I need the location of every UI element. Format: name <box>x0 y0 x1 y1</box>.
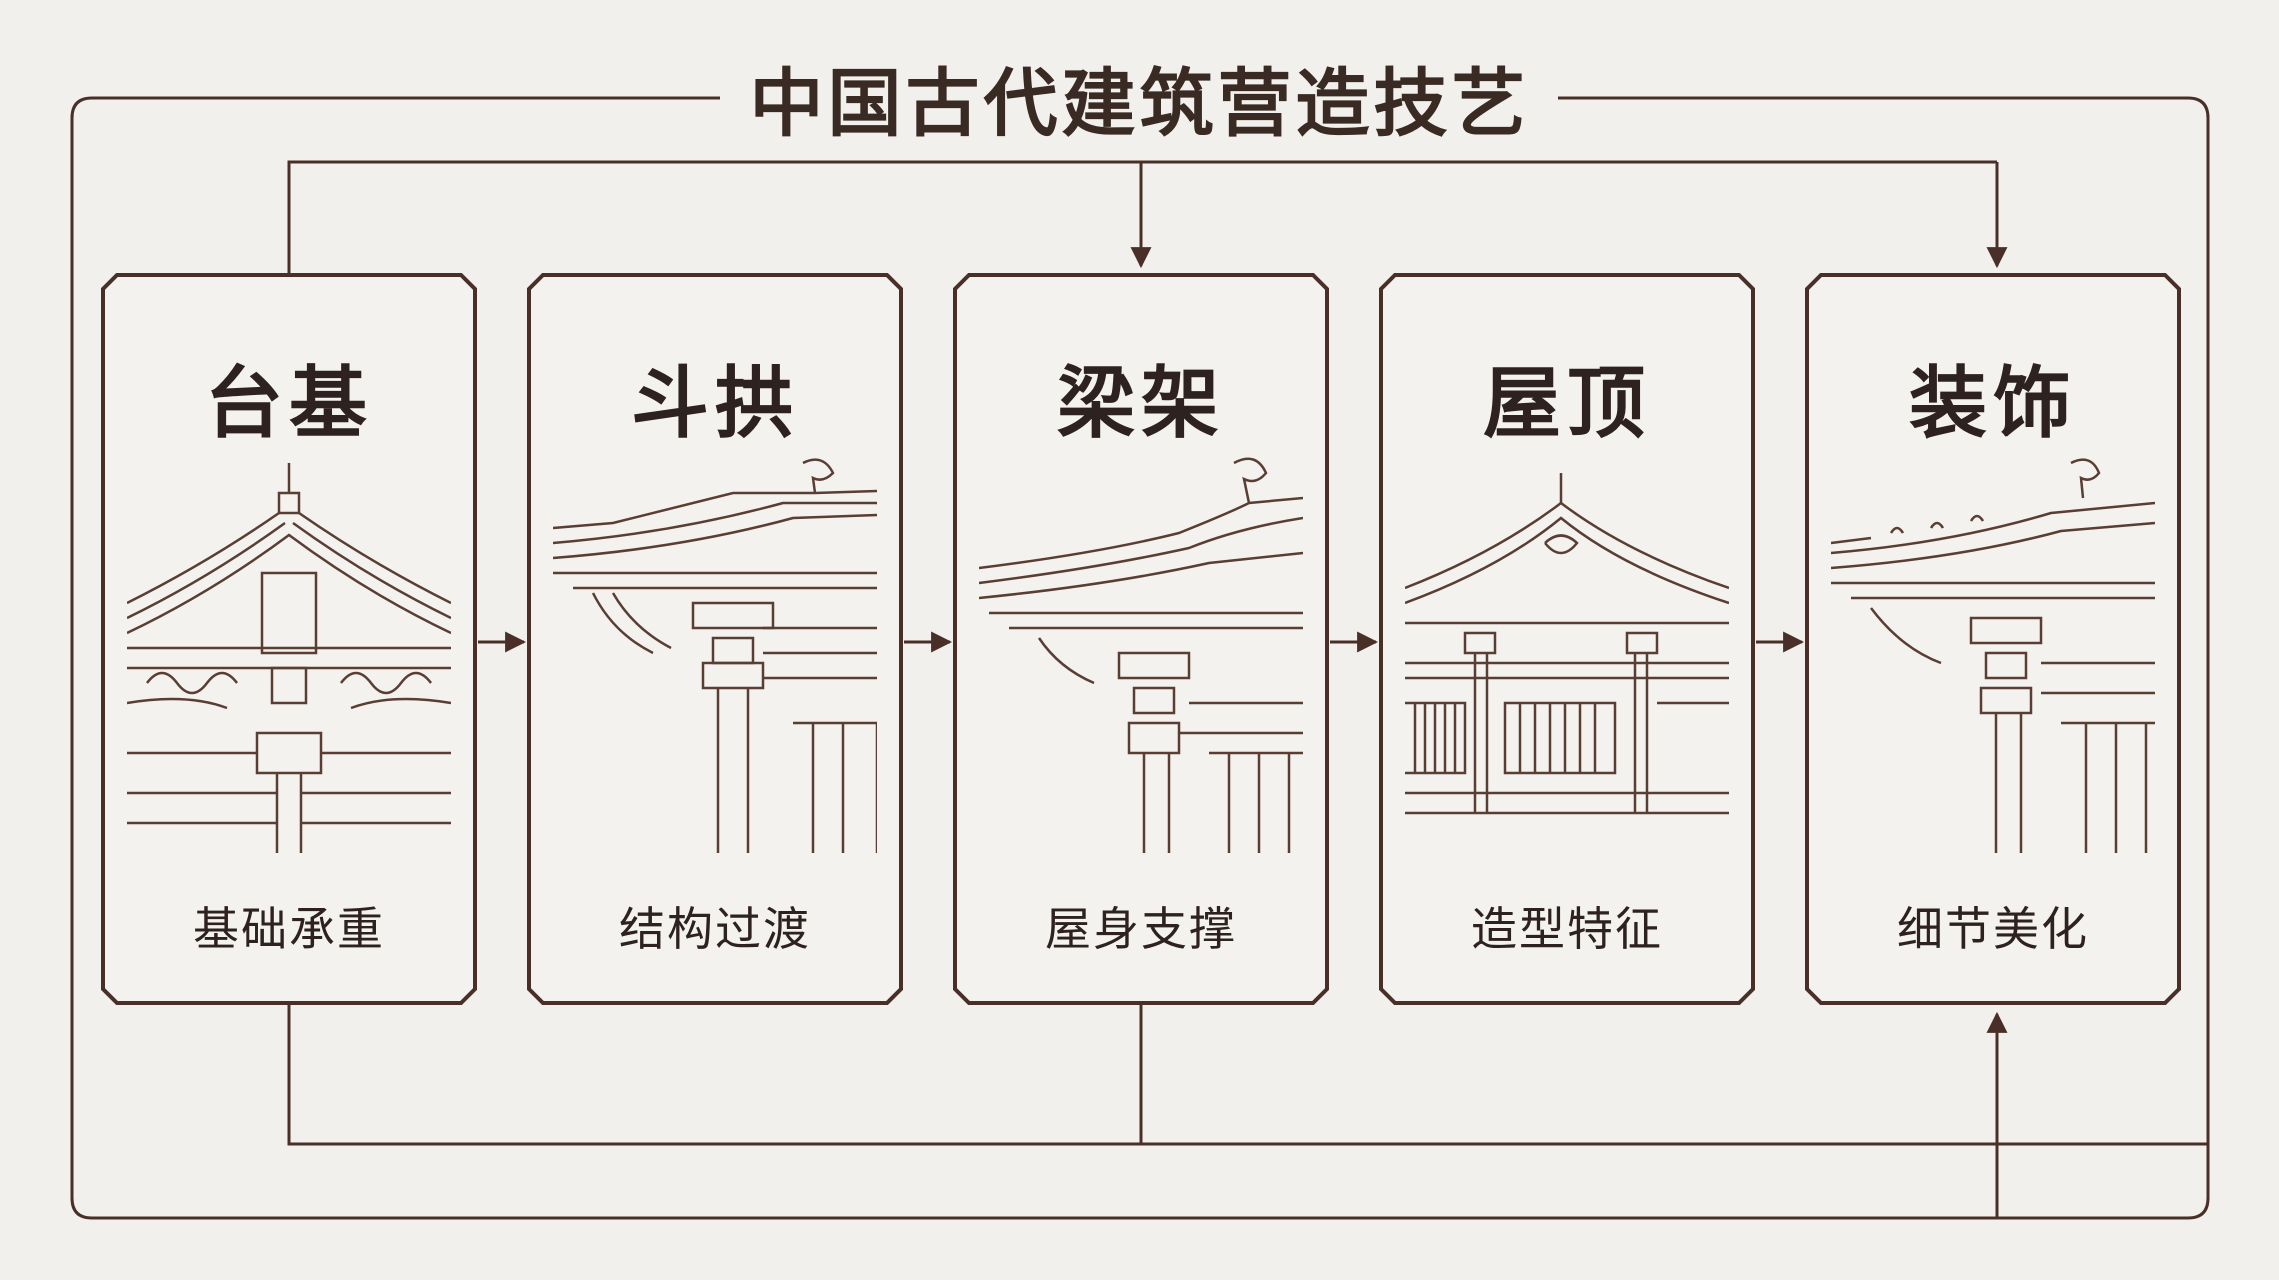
step-card-dougong: 斗拱 结构过渡 <box>527 273 903 1005</box>
card-frame <box>101 273 477 1005</box>
step-title: 梁架 <box>1056 359 1225 449</box>
card-frame <box>1379 273 1755 1005</box>
hip-roof-bracket-drawing <box>127 463 451 853</box>
step-subtitle: 造型特征 <box>1471 902 1663 956</box>
step-subtitle: 结构过渡 <box>619 902 811 956</box>
step-title: 屋顶 <box>1482 359 1651 449</box>
step-subtitle: 细节美化 <box>1897 902 2089 956</box>
gable-roof-hall-drawing <box>1405 473 1729 815</box>
diagram-title: 中国古代建筑营造技艺 <box>0 44 2279 151</box>
ornamented-eave-drawing <box>1831 458 2155 853</box>
step-card-zhuangshi: 装饰 细节美化 <box>1805 273 2181 1005</box>
eave-beam-drawing <box>979 457 1303 853</box>
step-card-taiji: 台基 基础承重 <box>101 273 477 1005</box>
step-subtitle: 基础承重 <box>193 902 385 956</box>
top-connector <box>287 160 1997 273</box>
step-title: 装饰 <box>1908 359 2077 449</box>
step-card-wuding: 屋顶 造型特征 <box>1379 273 1755 1005</box>
step-card-liangjia: 梁架 屋身支撑 <box>953 273 1329 1005</box>
bottom-connector <box>287 1005 2208 1146</box>
outer-frame-line <box>70 96 2210 1220</box>
step-title: 斗拱 <box>630 359 799 449</box>
card-frame <box>953 273 1329 1005</box>
eave-bracket-drawing <box>553 458 877 853</box>
step-title: 台基 <box>204 359 373 449</box>
step-subtitle: 屋身支撑 <box>1045 902 1237 956</box>
